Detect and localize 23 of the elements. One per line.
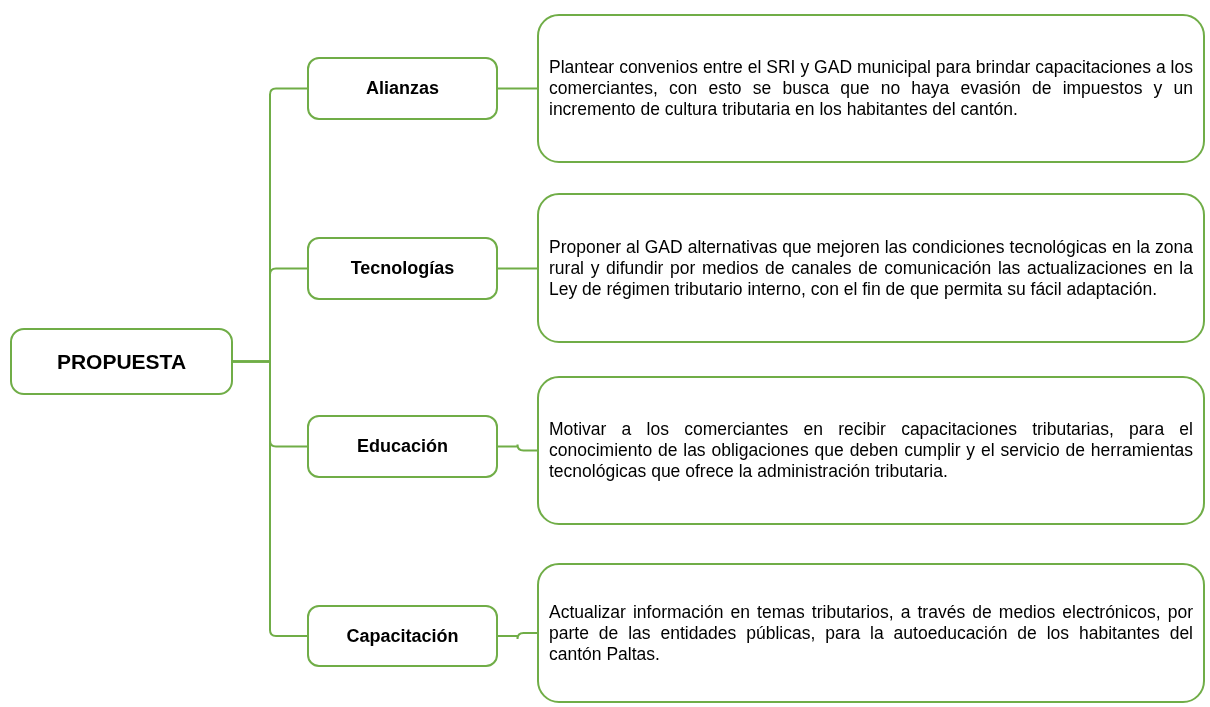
connector-line xyxy=(497,267,538,270)
node-text: Proponer al GAD alternativas que mejoren las condiciones tecnológicas en la zona rural y difundir por medios de canales de comunicación las actualizaciones en la Ley de régimen tributario interno, con el fin de que permita su fácil adaptación. xyxy=(549,236,1193,300)
node-text: Actualizar información en temas tributarios, a través de medios electrónicos, por parte de las entidades públicas, para la autoeducación de los habitantes del cantón Paltas. xyxy=(549,601,1193,665)
description-box xyxy=(537,563,1205,703)
description-box xyxy=(537,14,1205,163)
connector-line xyxy=(232,360,308,637)
node-text: Alianzas xyxy=(365,77,440,100)
category-box xyxy=(307,415,498,478)
description-box xyxy=(537,376,1205,525)
node-text: Capacitación xyxy=(345,624,460,648)
connector-line xyxy=(497,632,538,640)
node-text: Plantear convenios entre el SRI y GAD municipal para brindar capacitaciones a los comerciantes, con esto se busca que no haya evasión de impuestos y un incremento de cultura tributaria en los habitantes del cantón. xyxy=(549,57,1193,120)
node-text: Educación xyxy=(356,435,449,458)
node-text: PROPUESTA xyxy=(55,348,188,375)
category-box xyxy=(307,605,498,667)
node-text: Tecnologías xyxy=(349,257,456,280)
category-box xyxy=(307,237,498,300)
node-text: Motivar a los comerciantes en recibir capacitaciones tributarias, para el conocimiento de las obligaciones que deben cumplir y el servicio de herramientas tecnológicas que ofrece la administración tributaria. xyxy=(549,419,1193,482)
category-box xyxy=(307,57,498,120)
description-box xyxy=(537,193,1205,343)
connector-line xyxy=(497,443,538,452)
root-box xyxy=(10,328,233,395)
connector-line xyxy=(497,87,538,90)
